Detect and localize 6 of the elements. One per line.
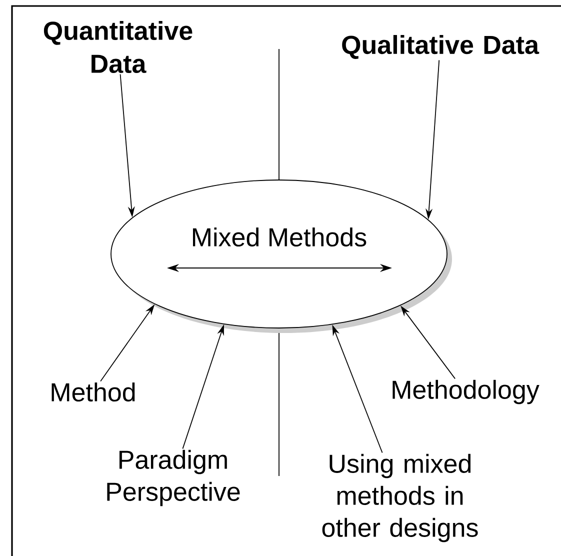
data-heading: Quantitative Data	[44, 20, 192, 74]
concept-label: Using mixed methods in other designs	[322, 454, 478, 542]
concept-label: Methodology	[392, 380, 540, 404]
concept-label: Method	[52, 382, 135, 402]
data-heading: Qualitative Data	[342, 35, 540, 59]
concept-label: Paradigm Perspective	[107, 450, 240, 506]
